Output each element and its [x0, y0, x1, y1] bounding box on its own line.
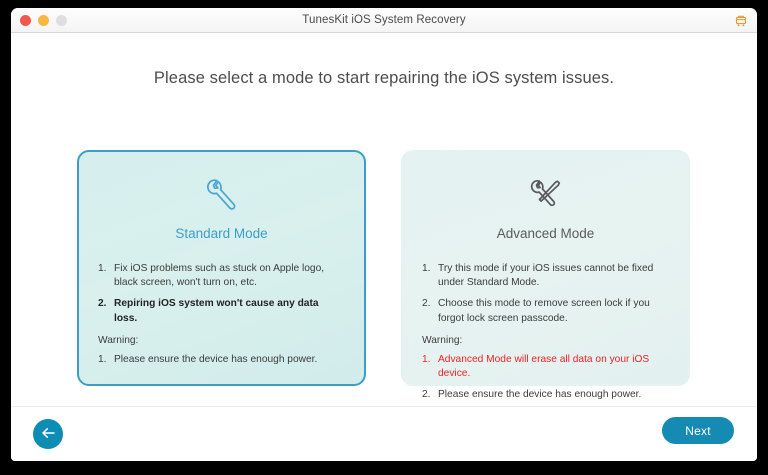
list-item: 1. Please ensure the device has enough p… — [98, 353, 344, 367]
list-item: 1. Fix iOS problems such as stuck on App… — [98, 262, 344, 290]
zoom-button[interactable] — [56, 14, 67, 26]
list-item-number: 1. — [422, 353, 431, 365]
footer-bar: Next — [11, 406, 757, 461]
list-item-text: Please ensure the device has enough powe… — [114, 353, 318, 365]
list-item-number: 2. — [422, 389, 431, 401]
list-item-text: Try this mode if your iOS issues cannot … — [438, 263, 654, 289]
standard-warnings: 1. Please ensure the device has enough p… — [98, 353, 344, 367]
advanced-points: 1. Try this mode if your iOS issues cann… — [422, 262, 668, 326]
shopping-cart-icon[interactable] — [731, 11, 751, 29]
list-item-number: 1. — [98, 263, 107, 274]
list-item-text: Choose this mode to remove screen lock i… — [438, 298, 650, 324]
list-item-text: Advanced Mode will erase all data on you… — [438, 353, 650, 380]
wrench-screwdriver-cross-icon — [403, 172, 688, 218]
list-item: 2. Please ensure the device has enough p… — [422, 388, 668, 402]
mode-card-advanced-title: Advanced Mode — [496, 226, 595, 241]
list-item: 1. Try this mode if your iOS issues cann… — [422, 262, 668, 290]
back-button[interactable] — [33, 419, 63, 449]
list-item-number: 1. — [98, 353, 107, 365]
list-item: 2. Choose this mode to remove screen loc… — [422, 297, 668, 325]
close-button[interactable] — [20, 14, 31, 26]
page-title: Please select a mode to start repairing … — [153, 69, 615, 87]
titlebar: TunesKit iOS System Recovery — [11, 8, 757, 33]
mode-card-standard-body: 1. Fix iOS problems such as stuck on App… — [79, 262, 364, 367]
arrow-left-icon — [41, 427, 56, 442]
standard-warning-label: Warning: — [98, 334, 139, 346]
list-item-text: Repiring iOS system won't cause any data… — [114, 298, 319, 324]
advanced-warning-label: Warning: — [422, 334, 463, 346]
advanced-warnings: 1. Advanced Mode will erase all data on … — [422, 353, 668, 403]
wrench-icon — [79, 172, 364, 218]
list-item-number: 2. — [98, 298, 107, 310]
mode-card-standard[interactable]: Standard Mode 1. Fix iOS problems such a… — [77, 150, 366, 386]
minimize-button[interactable] — [38, 14, 49, 26]
list-item: 2. Repiring iOS system won't cause any d… — [98, 297, 344, 325]
list-item: 1. Advanced Mode will erase all data on … — [422, 353, 668, 381]
list-item-number: 1. — [422, 263, 431, 274]
list-item-number: 2. — [422, 298, 431, 310]
main-content: Please select a mode to start repairing … — [11, 33, 757, 406]
list-item-text: Please ensure the device has enough powe… — [438, 389, 642, 401]
mode-card-standard-title: Standard Mode — [175, 226, 268, 241]
next-button[interactable]: Next — [662, 417, 734, 444]
window-title: TunesKit iOS System Recovery — [302, 14, 466, 26]
app-window: TunesKit iOS System Recovery Please sele… — [11, 8, 757, 461]
list-item-text: Fix iOS problems such as stuck on Apple … — [114, 263, 325, 289]
standard-points: 1. Fix iOS problems such as stuck on App… — [98, 262, 344, 326]
window-controls — [20, 8, 67, 32]
mode-card-list: Standard Mode 1. Fix iOS problems such a… — [77, 150, 691, 400]
mode-card-advanced-body: 1. Try this mode if your iOS issues cann… — [403, 262, 688, 402]
mode-card-advanced[interactable]: Advanced Mode 1. Try this mode if your i… — [401, 150, 690, 400]
